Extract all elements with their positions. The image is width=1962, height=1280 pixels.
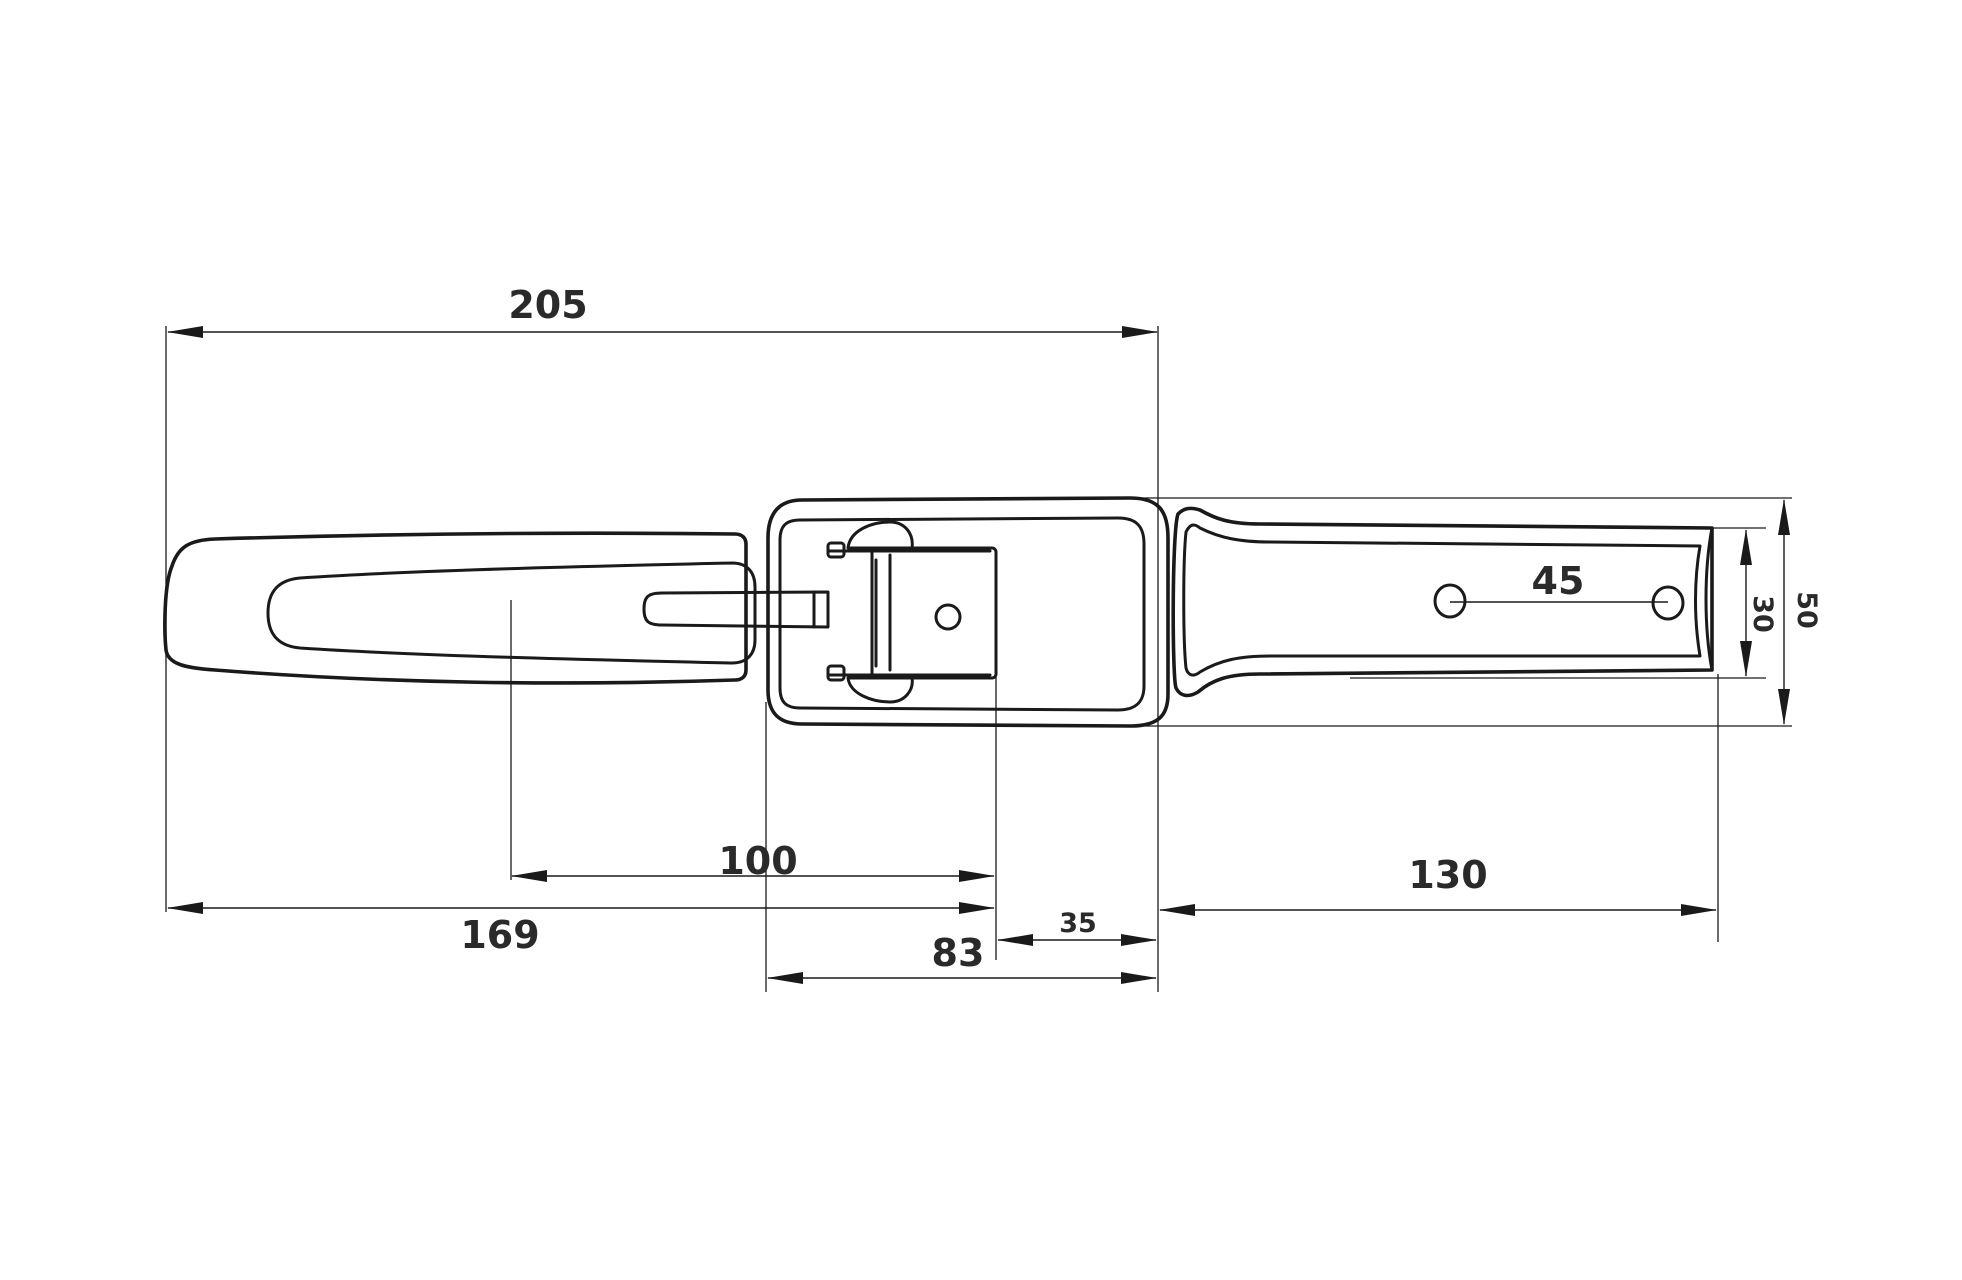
lever-hook bbox=[642, 590, 830, 629]
dim-label-169: 169 bbox=[460, 913, 539, 957]
keeper-hole-left bbox=[1433, 583, 1467, 619]
hinge-tab-bottom bbox=[826, 664, 846, 682]
dim-label-30: 30 bbox=[1747, 595, 1778, 633]
dim-label-45: 45 bbox=[1532, 559, 1585, 603]
base-plate-inner bbox=[778, 516, 1146, 712]
latch-body bbox=[163, 496, 1714, 728]
keeper-hole-right bbox=[1651, 585, 1685, 621]
hinge-knuckle-bottom bbox=[846, 676, 914, 704]
lever-handle-outline bbox=[163, 531, 748, 685]
dim-label-205: 205 bbox=[508, 283, 587, 327]
dim-label-35: 35 bbox=[1059, 908, 1097, 939]
keeper-end-curve bbox=[1704, 526, 1714, 672]
hinge-tab-top bbox=[826, 541, 846, 559]
lever-handle-slot bbox=[266, 561, 757, 665]
dimension-labels: 205 100 169 35 83 130 45 30 50 bbox=[460, 283, 1822, 975]
dim-label-130: 130 bbox=[1408, 853, 1487, 897]
hinge-pin-hole bbox=[934, 603, 962, 631]
dim-label-83: 83 bbox=[932, 931, 985, 975]
dimension-lines bbox=[167, 326, 1790, 984]
dim-label-50: 50 bbox=[1791, 591, 1822, 629]
dim-label-100: 100 bbox=[718, 839, 797, 883]
extension-lines bbox=[165, 326, 1792, 992]
hinge-knuckle-top bbox=[846, 520, 914, 550]
keeper-inner-edge bbox=[1182, 523, 1702, 677]
keeper-outline bbox=[1171, 506, 1714, 698]
